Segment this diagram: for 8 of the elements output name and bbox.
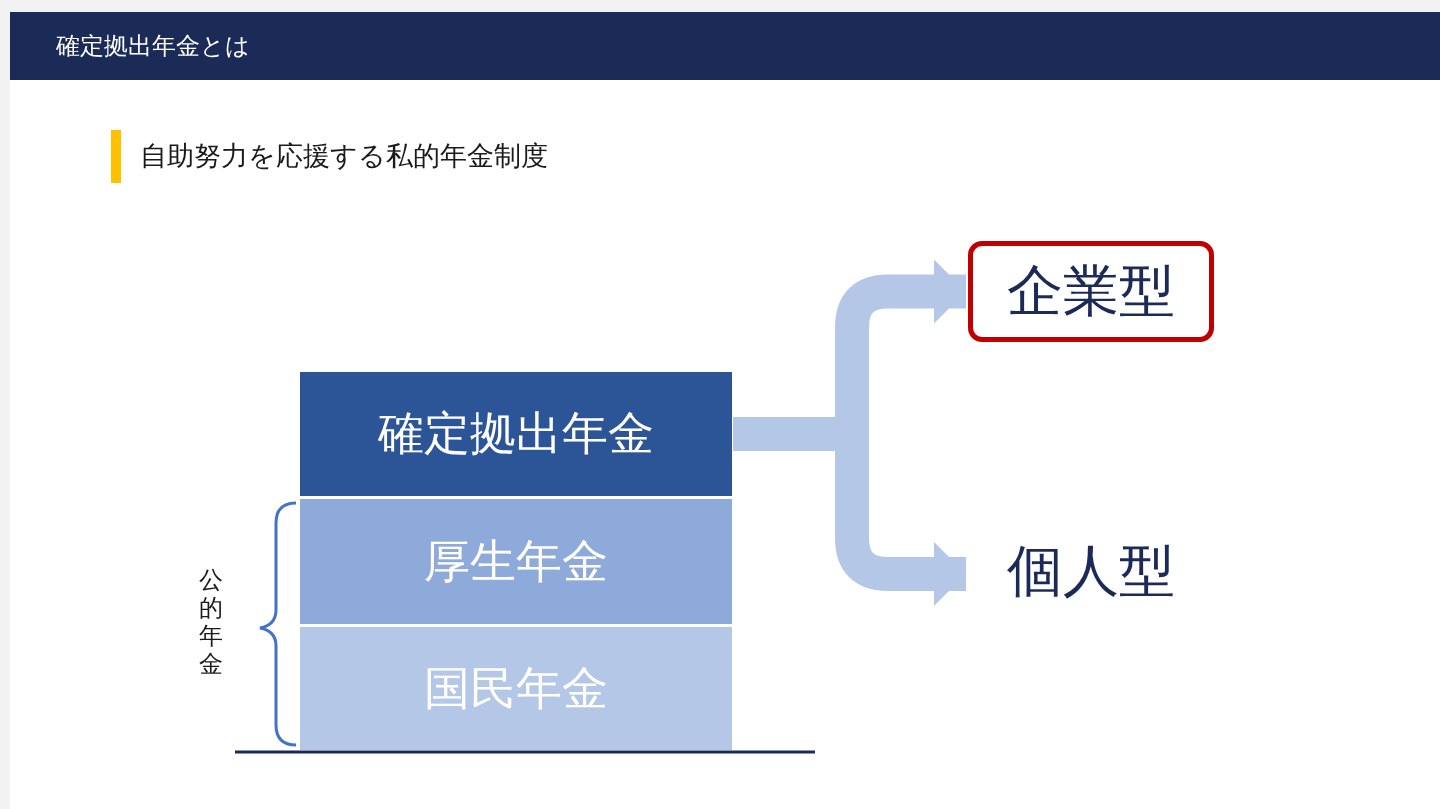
subtitle: 自助努力を応援する私的年金制度: [140, 139, 548, 173]
pension-layer-box: 厚生年金: [300, 499, 732, 624]
pension-layer-box: 確定拠出年金: [300, 372, 732, 496]
bracket-label: 公的年金: [198, 566, 224, 678]
title: 確定拠出年金とは: [56, 31, 250, 62]
category-label: 個人型: [968, 532, 1214, 612]
pension-layer-box: 国民年金: [300, 627, 732, 750]
category-box: 企業型: [968, 241, 1214, 342]
